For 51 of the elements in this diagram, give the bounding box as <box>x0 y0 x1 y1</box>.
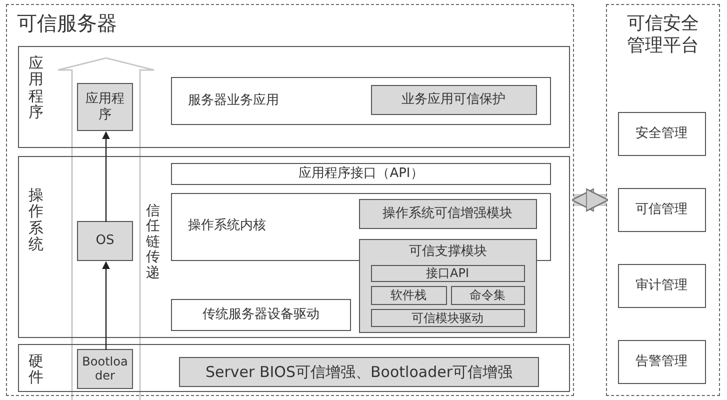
box-label: 可信模块驱动 <box>410 310 484 325</box>
module-box <box>359 239 537 333</box>
layer-label: 操作系统 <box>28 186 44 252</box>
layer-label: 应用程序 <box>28 54 44 120</box>
box-label: Bootloader <box>81 354 129 384</box>
box-label: 操作系统可信增强模块 <box>382 206 514 222</box>
submodule-box <box>370 264 524 282</box>
firmware-box <box>179 357 539 387</box>
driver-box <box>171 299 351 331</box>
application-box <box>171 77 551 125</box>
frame-title: 可信服务器 <box>17 11 117 35</box>
box-label: 可信管理 <box>634 202 688 218</box>
box-label: OS <box>94 233 116 249</box>
component-box <box>77 83 133 131</box>
box-label: 审计管理 <box>634 278 688 294</box>
box-label: 软件栈 <box>390 288 428 302</box>
submodule-box <box>370 308 524 326</box>
module-box <box>370 84 536 114</box>
layer-panel <box>18 46 570 148</box>
arrow <box>102 131 110 222</box>
layer-panel <box>18 156 570 338</box>
layer-label: 硬件 <box>28 352 44 386</box>
function-box <box>618 112 706 156</box>
box-label: 告警管理 <box>634 354 688 370</box>
box-label: 应用程序 <box>84 91 126 123</box>
layer-panel <box>18 344 570 392</box>
function-box <box>618 340 706 384</box>
box-label: 传统服务器设备驱动 <box>202 307 320 323</box>
frame-title: 可信安全管理平台 <box>626 13 700 56</box>
function-box <box>618 264 706 308</box>
annotation-text: 信任链传递 <box>146 204 161 281</box>
box-label: 操作系统内核 <box>188 218 266 234</box>
box-label: Server BIOS可信增强、Bootloader可信增强 <box>204 363 514 381</box>
box-label: 应用程序接口（API） <box>298 166 424 182</box>
interface-box <box>171 163 551 185</box>
module-box <box>358 198 536 228</box>
submodule-box <box>370 286 446 304</box>
box-label: 安全管理 <box>634 126 688 142</box>
box-label: 业务应用可信保护 <box>400 92 506 108</box>
arrow <box>102 261 110 350</box>
component-box <box>77 349 133 389</box>
component-box <box>77 221 133 261</box>
function-box <box>618 188 706 232</box>
box-label: 服务器业务应用 <box>188 93 279 109</box>
frame-title: 可信支撑模块 <box>408 244 488 260</box>
submodule-box <box>450 286 524 304</box>
box-label: 命令集 <box>468 288 506 302</box>
box-label: 接口API <box>425 266 470 280</box>
platform-frame <box>606 4 720 396</box>
arrow <box>571 188 609 212</box>
server-frame <box>6 4 574 396</box>
